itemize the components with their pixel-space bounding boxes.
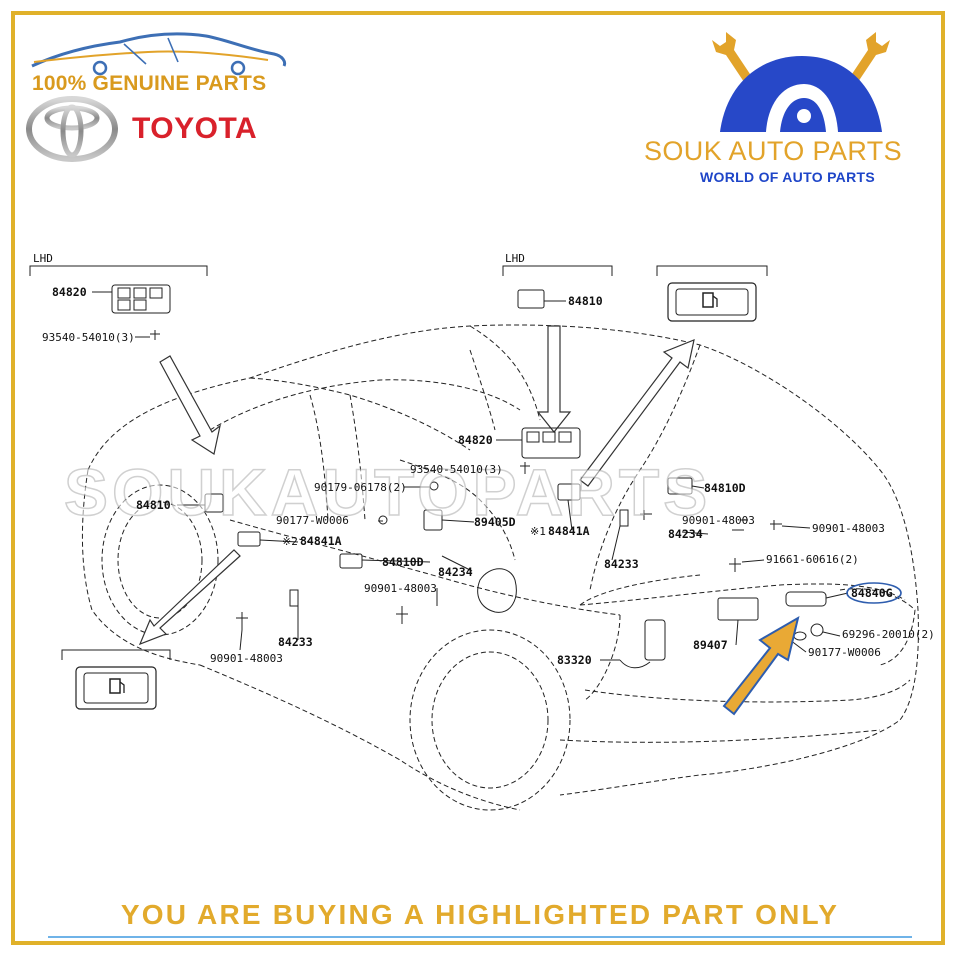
toyota-brand-text: TOYOTA <box>132 112 258 145</box>
label-84810-b: 84810 <box>568 294 603 308</box>
label-89407: 89407 <box>693 638 728 652</box>
label-89405d: 89405D <box>474 515 516 529</box>
lhd-label-left: LHD <box>33 252 53 265</box>
label-90177-b: 90177-W0006 <box>808 646 881 659</box>
label-84234-a: 84234 <box>438 565 473 579</box>
label-90177-a: 90177-W0006 <box>276 514 349 527</box>
shop-tagline-text: WORLD OF AUTO PARTS <box>700 169 875 185</box>
label-90901-c: 90901-48003 <box>812 522 885 535</box>
fuel-switch-box-bottom <box>75 666 157 710</box>
car-outline <box>81 324 919 811</box>
footer-divider <box>48 936 912 938</box>
label-84233-b: 84233 <box>604 557 639 571</box>
label-91661: 91661-60616(2) <box>766 553 859 566</box>
shop-name-text: SOUK AUTO PARTS <box>644 136 903 166</box>
lhd-bracket-right <box>502 265 613 276</box>
label-84810d-b: 84810D <box>704 481 746 495</box>
gold-border-frame <box>11 11 945 945</box>
label-84233-a: 84233 <box>278 635 313 649</box>
pointer-arrows <box>138 325 695 646</box>
label-84841a-b: 84841A <box>548 524 590 538</box>
bracket-fuel-switch-top <box>656 265 768 276</box>
fuel-switch-box-top <box>667 282 757 322</box>
part-labels: 84820 93540-54010(3) 84810 84820 84810 9… <box>42 285 935 667</box>
label-90901-a: 90901-48003 <box>364 582 437 595</box>
label-69296: 69296-20010(2) <box>842 628 935 641</box>
watermark-text: SOUKAUTOPARTS <box>64 455 711 529</box>
label-84840g: 84840G <box>851 586 893 600</box>
label-84810-a: 84810 <box>136 498 171 512</box>
toyota-emblem-icon <box>26 96 118 162</box>
bracket-fuel-switch-bottom <box>61 649 171 660</box>
label-84810d-a: 84810D <box>382 555 424 569</box>
leader-lines <box>92 291 849 661</box>
note-1: ※1 <box>530 525 546 538</box>
label-84820-b: 84820 <box>458 433 493 447</box>
souk-auto-parts-logo-icon <box>712 32 890 132</box>
label-84841a-a: 84841A <box>300 534 342 548</box>
highlight-arrow <box>722 615 800 716</box>
label-93540-b: 93540-54010(3) <box>410 463 503 476</box>
label-90179: 90179-06178(2) <box>314 481 407 494</box>
lhd-label-right: LHD <box>505 252 525 265</box>
note-2: ※2 <box>282 535 298 548</box>
highlighted-part-84840g: 84840G <box>846 582 902 604</box>
purchase-notice: YOU ARE BUYING A HIGHLIGHTED PART ONLY <box>120 899 840 930</box>
genuine-parts-text: 100% GENUINE PARTS <box>32 72 267 95</box>
label-84820-a: 84820 <box>52 285 87 299</box>
label-90901-b: 90901-48003 <box>682 514 755 527</box>
car-silhouette-logo <box>31 32 287 76</box>
label-84234-b: 84234 <box>668 527 703 541</box>
label-90901-d: 90901-48003 <box>210 652 283 665</box>
label-83320: 83320 <box>557 653 592 667</box>
label-93540-a: 93540-54010(3) <box>42 331 135 344</box>
lhd-bracket-left <box>29 265 208 276</box>
part-sketches <box>111 284 827 669</box>
